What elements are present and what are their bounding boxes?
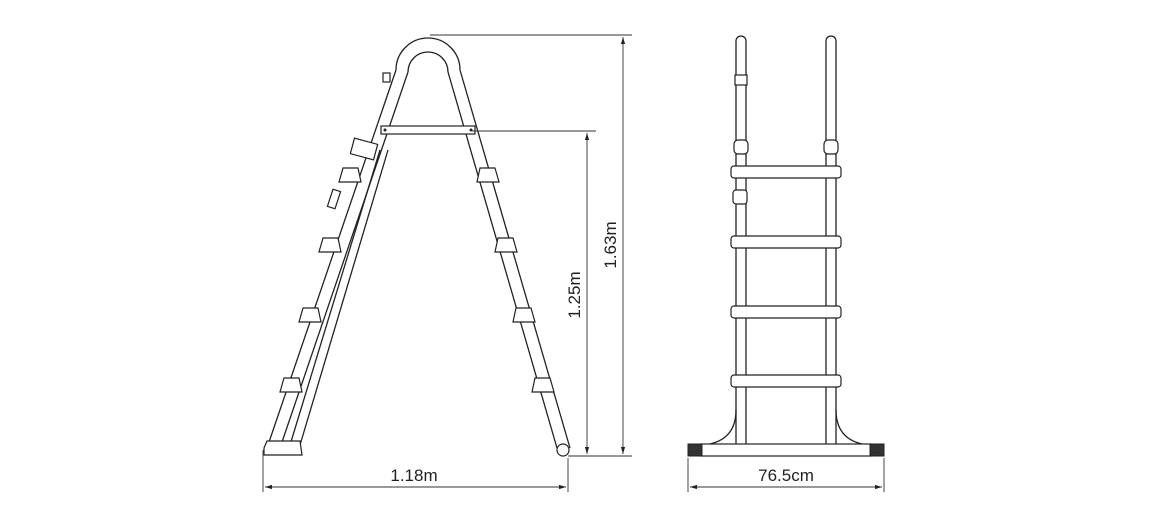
front-view-ladder	[687, 35, 885, 457]
right-step-pads	[476, 167, 555, 393]
side-clamp	[732, 189, 748, 205]
base-flare-left	[709, 409, 737, 445]
right-foot-cap	[556, 443, 570, 457]
left-back-rail-inner	[299, 149, 389, 446]
base-right-cap	[869, 443, 885, 457]
step-pad	[476, 167, 500, 183]
side-clip	[326, 188, 342, 210]
base-plate	[699, 443, 873, 457]
step	[730, 165, 842, 179]
platform-bar	[380, 125, 476, 135]
right-upright	[825, 35, 837, 445]
base-flare-right	[835, 409, 863, 445]
left-foot-base	[263, 440, 303, 456]
step	[730, 374, 842, 388]
step-pad	[318, 237, 342, 253]
grip-clip	[734, 74, 748, 86]
total-height-label: 1.63m	[601, 221, 620, 268]
step-pad	[279, 377, 303, 393]
platform-height-label: 1.25m	[565, 271, 584, 318]
step-pad	[494, 237, 518, 253]
front-dimensions: 76.5cm	[687, 458, 885, 492]
front-width-label: 76.5cm	[758, 466, 814, 485]
side-width-label: 1.18m	[390, 466, 437, 485]
front-steps	[730, 165, 842, 388]
step	[730, 305, 842, 319]
step-pad	[531, 377, 555, 393]
left-step-pads	[279, 167, 362, 393]
latch	[382, 72, 391, 83]
step-pad	[338, 167, 362, 183]
left-back-rail	[289, 149, 381, 446]
step-pad	[512, 307, 536, 323]
left-upright	[735, 35, 747, 445]
step-pad	[298, 307, 322, 323]
step	[730, 235, 842, 249]
hinge-bracket	[349, 137, 379, 161]
base-left-cap	[687, 443, 703, 457]
side-dimensions: 1.18m 1.25m 1.63m	[262, 34, 632, 492]
handrail-arch	[395, 37, 461, 71]
handrail-arch-inner	[407, 51, 449, 73]
side-view-ladder	[263, 37, 571, 457]
